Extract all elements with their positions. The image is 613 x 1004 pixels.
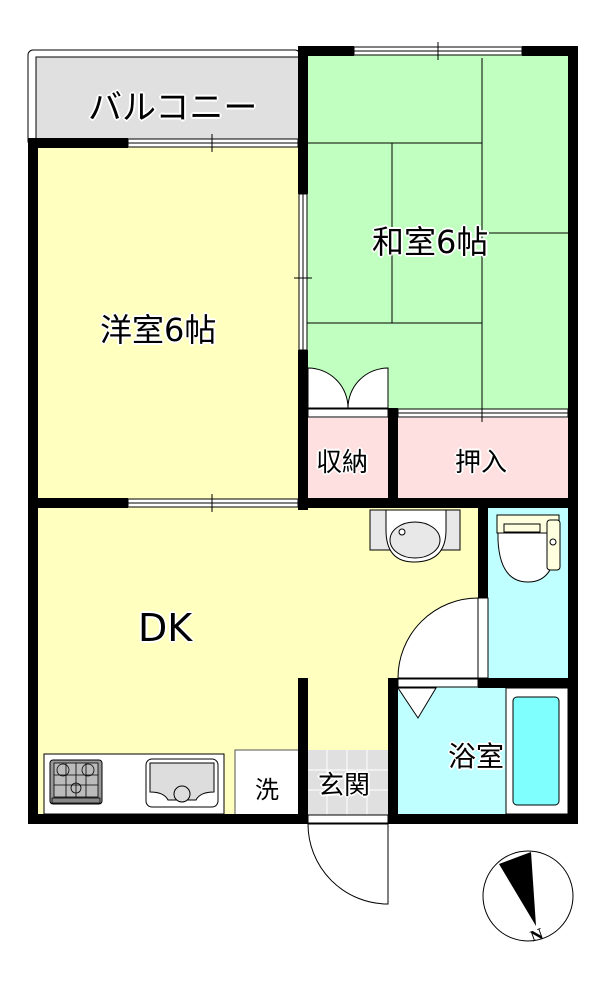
storage-doors	[307, 367, 389, 409]
stove-icon	[49, 759, 103, 805]
japanese-room	[306, 54, 570, 410]
storage	[306, 418, 390, 498]
entrance-label: 玄関	[318, 771, 371, 801]
western-room-label: 洋室6帖	[100, 311, 217, 349]
entrance	[307, 750, 389, 816]
sink-icon	[145, 758, 219, 808]
closet	[398, 418, 570, 498]
compass-icon: N	[482, 850, 574, 945]
washer-area	[234, 749, 302, 817]
western-room	[36, 146, 300, 500]
wash-basin-icon	[369, 509, 461, 563]
dk-room	[36, 506, 484, 820]
washer-label: 洗	[255, 776, 279, 804]
toilet-icon	[496, 514, 561, 583]
storage-label: 収納	[316, 448, 369, 478]
entrance-door	[307, 814, 389, 905]
toilet-door	[397, 597, 489, 679]
closet-label: 押入	[455, 448, 508, 478]
balcony-label: バルコニー	[88, 88, 258, 128]
bathroom-label: 浴室	[448, 740, 505, 773]
walls	[28, 46, 578, 824]
dk-label: DK	[138, 606, 193, 650]
svg-text:N: N	[528, 926, 546, 945]
bath-door	[397, 678, 479, 719]
balcony	[27, 49, 301, 147]
japanese-room-label: 和室6帖	[372, 223, 489, 261]
windows	[127, 42, 569, 512]
bathtub-icon	[505, 687, 569, 815]
kitchen-counter	[43, 753, 225, 815]
